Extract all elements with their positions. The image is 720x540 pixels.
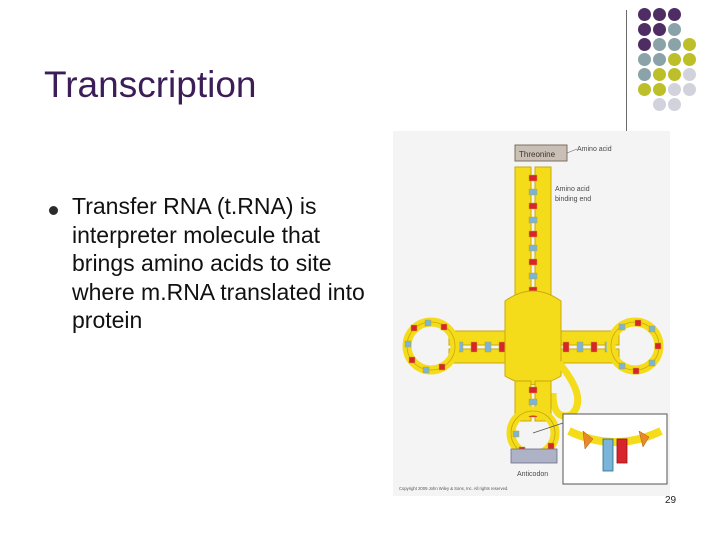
dot xyxy=(668,23,681,36)
dot xyxy=(653,8,666,21)
binding-end-label-line2: binding end xyxy=(555,196,591,203)
amino-acid-label: Amino acid xyxy=(577,146,612,153)
dot xyxy=(638,53,651,66)
dot xyxy=(683,83,696,96)
page-number: 29 xyxy=(665,495,677,506)
anticodon-label: Anticodon xyxy=(517,471,548,478)
dot xyxy=(653,38,666,51)
dot xyxy=(668,38,681,51)
dot xyxy=(638,23,651,36)
dot xyxy=(683,68,696,81)
dot xyxy=(668,83,681,96)
vertical-divider xyxy=(626,10,627,132)
dot xyxy=(653,53,666,66)
dot xyxy=(668,68,681,81)
bullet-marker xyxy=(49,206,58,215)
dot xyxy=(653,23,666,36)
trna-diagram: Threonine Amino acid Amino acid binding … xyxy=(399,144,668,491)
dot xyxy=(653,83,666,96)
dot xyxy=(638,83,651,96)
dot xyxy=(668,98,681,111)
amino-acid-name: Threonine xyxy=(519,150,556,159)
copyright-note: Copyright 2009 John Wiley & Sons, Inc. A… xyxy=(399,486,508,491)
dot xyxy=(638,68,651,81)
dot xyxy=(668,53,681,66)
dot xyxy=(683,53,696,66)
trna-figure: Threonine Amino acid Amino acid binding … xyxy=(393,131,670,496)
dot xyxy=(653,68,666,81)
dot xyxy=(638,38,651,51)
dot xyxy=(653,98,666,111)
bullet-text: Transfer RNA (t.RNA) is interpreter mole… xyxy=(72,193,365,333)
slide-title: Transcription xyxy=(44,64,257,105)
binding-end-label-line1: Amino acid xyxy=(555,186,590,193)
dot xyxy=(668,8,681,21)
dot xyxy=(638,8,651,21)
dot xyxy=(683,38,696,51)
